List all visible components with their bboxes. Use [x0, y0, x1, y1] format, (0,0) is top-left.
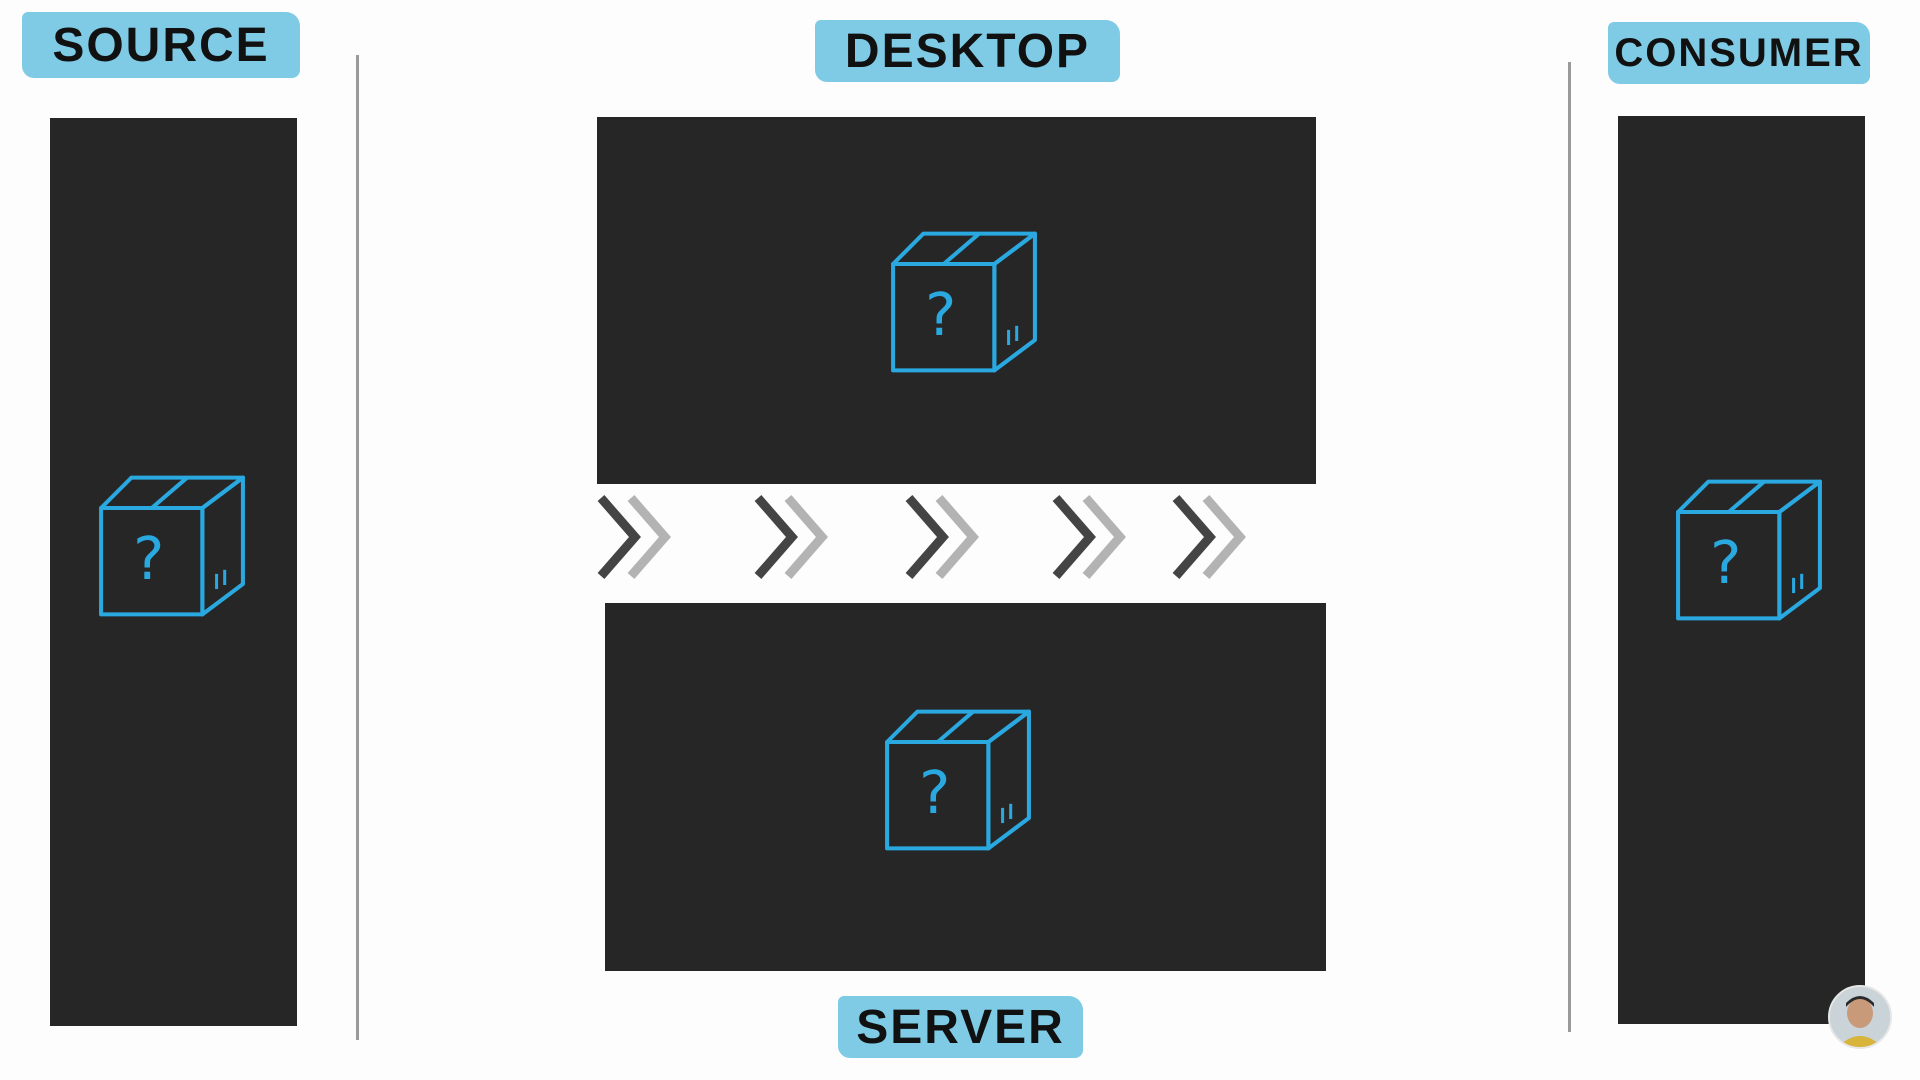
question-box-icon: ? [96, 472, 248, 620]
svg-text:?: ? [133, 524, 164, 593]
chevron-right-icon [903, 490, 993, 589]
server-label: SERVER [838, 996, 1083, 1058]
svg-text:?: ? [925, 280, 956, 349]
chevron-right-icon [1050, 490, 1140, 589]
desktop-panel [597, 117, 1316, 484]
chevron-right-icon [752, 490, 842, 589]
consumer-panel [1618, 116, 1865, 1024]
desktop-label: DESKTOP [815, 20, 1120, 82]
consumer-label: CONSUMER [1608, 22, 1870, 84]
svg-text:?: ? [1710, 528, 1741, 597]
presenter-avatar [1828, 985, 1892, 1049]
chevron-right-icon [595, 490, 685, 589]
source-panel [50, 118, 297, 1026]
chevron-right-icon [1170, 490, 1260, 589]
left-divider [356, 55, 359, 1040]
question-box-icon: ? [882, 706, 1034, 854]
question-box-icon: ? [1673, 476, 1825, 624]
right-divider [1568, 62, 1571, 1032]
svg-text:?: ? [919, 758, 950, 827]
server-panel [605, 603, 1326, 971]
source-label: SOURCE [22, 12, 300, 78]
question-box-icon: ? [888, 228, 1040, 376]
